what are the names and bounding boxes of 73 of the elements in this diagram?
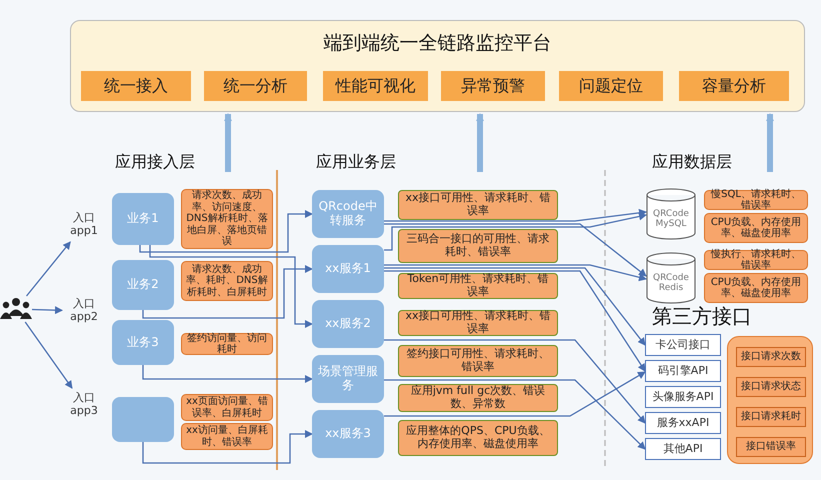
metric-box: 慢SQL、请求耗时、错误率	[704, 190, 808, 210]
service-box: xx服务3	[312, 410, 384, 458]
feature-box: 容量分析	[679, 71, 789, 101]
service-box: 业务1	[112, 193, 174, 245]
arrow	[24, 322, 73, 389]
arrow	[142, 430, 313, 464]
api-box: 服务xxAPI	[645, 412, 721, 434]
database-cylinder: QRCode MySQL	[646, 188, 696, 240]
metric-box: 接口请求耗时	[736, 407, 806, 427]
database-cylinder: QRCode Redis	[646, 252, 696, 304]
arrow	[384, 223, 647, 277]
metric-box: 接口错误率	[736, 437, 806, 457]
layer-heading: 应用数据层	[652, 152, 732, 173]
feature-box: 异常预警	[441, 71, 545, 101]
arrow	[384, 212, 647, 251]
api-box: 卡公司接口	[645, 334, 721, 356]
metric-box: 签约访问量、访问耗时	[181, 333, 273, 355]
metric-box: 接口请求状态	[736, 377, 806, 397]
arrow	[149, 245, 313, 328]
api-box: 码引擎API	[645, 360, 721, 382]
users-icon	[0, 296, 32, 322]
service-box: 业务3	[112, 320, 174, 365]
metric-box: CPU负载、内存使用率、磁盘使用率	[704, 273, 808, 303]
upward-arrow	[476, 113, 484, 172]
metric-box: 请求次数、成功率、耗时、DNS解析耗时、白屏耗时	[181, 261, 273, 301]
entry-label: 入口 app3	[62, 388, 106, 422]
layer-heading: 应用业务层	[316, 152, 396, 173]
arrow	[384, 267, 646, 346]
metric-box: 三码合一接口的可用性、请求耗时、错误率	[398, 229, 558, 263]
feature-box: 问题定位	[559, 71, 663, 101]
arrow	[32, 306, 63, 314]
feature-box: 统一分析	[204, 71, 307, 101]
entry-label: 入口 app2	[62, 294, 106, 328]
platform-panel	[70, 20, 805, 112]
feature-box: 性能可视化	[323, 71, 428, 101]
metric-box: 签约接口可用性、请求耗时、错误率	[398, 345, 558, 377]
service-box: 业务2	[112, 260, 174, 310]
metric-box: Token可用性、请求耗时、错误率	[398, 273, 558, 299]
arrow	[384, 371, 646, 417]
layer-heading: 应用接入层	[115, 152, 195, 173]
upward-arrow	[766, 113, 774, 172]
platform-title: 端到端统一全链路监控平台	[322, 33, 552, 55]
metric-box: xx页面访问量、错误率、白屏耗时	[181, 394, 273, 421]
metric-box: 慢执行、请求耗时、错误率	[704, 250, 808, 270]
layer-heading: 第三方接口	[652, 303, 752, 330]
service-box: 场景管理服务	[312, 355, 384, 403]
arrow	[384, 208, 647, 222]
arrow	[384, 264, 647, 282]
service-box: xx服务1	[312, 245, 384, 293]
metric-box: xx接口可用性、请求耗时、错误率	[398, 310, 558, 336]
api-box: 头像服务API	[645, 386, 721, 408]
arrow	[142, 365, 313, 383]
metric-box: 请求次数、成功率、访问速度、DNS解析耗时、落地白屏、落地页错误	[181, 189, 273, 249]
feature-box: 统一接入	[81, 71, 191, 101]
service-box: QRcode中转服务	[312, 190, 384, 238]
metric-panel	[727, 336, 813, 464]
service-box: xx服务2	[312, 300, 384, 348]
metric-box: xx接口可用性、请求耗时、错误率	[398, 190, 558, 220]
arrow	[384, 379, 646, 450]
metric-box: xx访问量、白屏耗时、错误率	[181, 423, 273, 450]
metric-box: 应用整体的QPS、CPU负载、内存使用率、磁盘使用率	[398, 420, 558, 456]
service-box	[112, 397, 174, 442]
upward-arrow	[224, 113, 232, 172]
arrow	[384, 270, 646, 372]
arrow	[142, 265, 313, 319]
entry-label: 入口 app1	[62, 208, 106, 242]
arrow	[139, 210, 313, 253]
metric-box: CPU负载、内存使用率、磁盘使用率	[704, 213, 808, 243]
arrow	[384, 339, 646, 424]
metric-box: 接口请求次数	[736, 347, 806, 367]
metric-box: 应用jvm full gc次数、错误数、异常数	[398, 384, 558, 412]
api-box: 其他API	[645, 438, 721, 460]
arrow	[26, 241, 71, 296]
